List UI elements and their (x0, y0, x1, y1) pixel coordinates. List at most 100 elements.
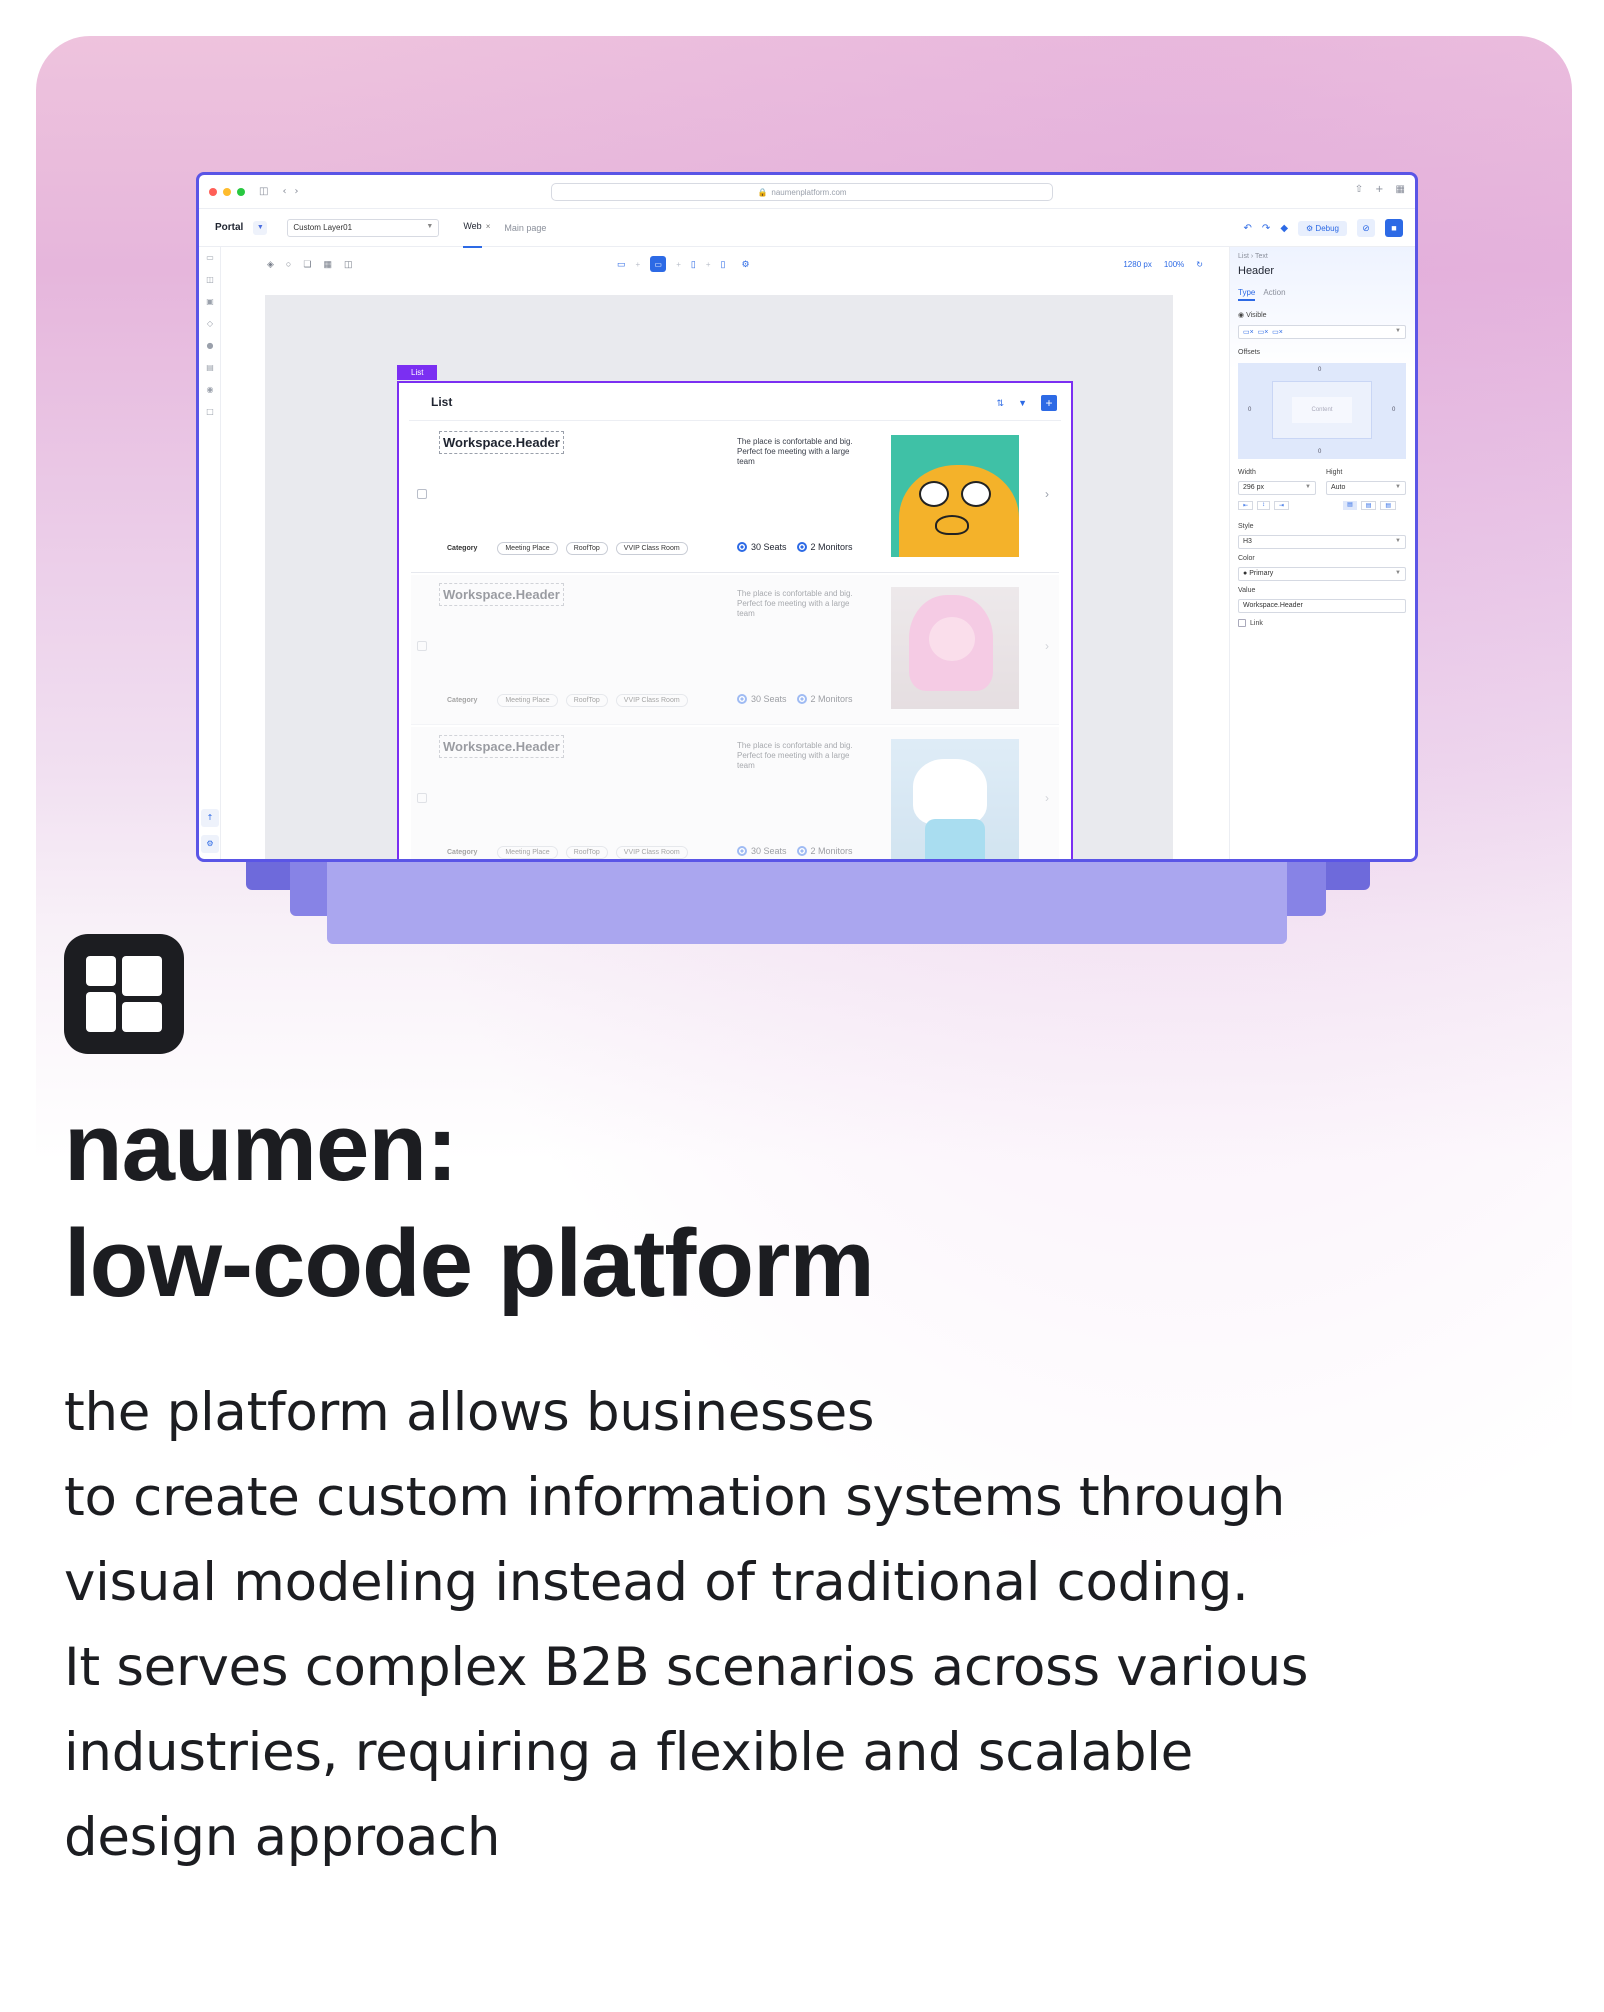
forward-icon[interactable]: › (294, 186, 299, 197)
align-center-icon[interactable]: ↕ (1257, 501, 1271, 510)
category-chip[interactable]: Meeting Place (497, 694, 558, 707)
offset-top[interactable]: 0 (1318, 367, 1322, 373)
close-icon[interactable]: × (485, 221, 491, 231)
window-controls[interactable] (209, 187, 245, 196)
database-icon[interactable]: ◫ (206, 275, 214, 284)
category-chip[interactable]: RoofTop (565, 542, 608, 555)
save-button[interactable]: ■ (1385, 219, 1403, 237)
row-header[interactable]: Workspace.Header (439, 431, 564, 454)
row-header[interactable]: Workspace.Header (439, 583, 564, 606)
laptop-icon[interactable]: ▭ (650, 256, 667, 272)
table-icon[interactable]: ▦ (323, 259, 332, 269)
offset-bottom[interactable]: 0 (1318, 449, 1322, 455)
align-left-icon[interactable]: ⇤ (1238, 501, 1254, 510)
storage-icon[interactable]: ◫ (343, 259, 353, 269)
category-chip[interactable]: Meeting Place (497, 542, 558, 555)
portal-label[interactable]: Portal (215, 222, 244, 233)
category-chip[interactable]: VVIP Class Room (615, 542, 688, 555)
height-field[interactable]: Auto ▼ (1326, 481, 1406, 495)
copy-icon[interactable]: ❏ (303, 259, 312, 269)
debug-button[interactable]: ⚙ Debug (1298, 220, 1347, 236)
left-rail: ▭ ◫ ▣ ◇ ● ▤ ◉ □ ↑ ⚙ (199, 247, 221, 859)
gear-icon[interactable]: ⚙ (201, 835, 219, 853)
chevron-right-icon[interactable]: › (1045, 639, 1049, 653)
preview-button[interactable]: ⊘ (1357, 219, 1375, 237)
phone-icon[interactable]: ▯ (720, 258, 726, 269)
message-icon[interactable]: □ (206, 407, 214, 416)
desktop-icon[interactable]: ▭ (617, 258, 626, 269)
tab-main-page[interactable]: Main page (504, 222, 547, 233)
list-item[interactable]: Workspace.Header The place is confortabl… (411, 575, 1059, 725)
list-item[interactable]: Workspace.Header The place is confortabl… (411, 727, 1059, 859)
back-icon[interactable]: ‹ (282, 186, 287, 197)
list-title: List (431, 394, 453, 409)
align-right-icon[interactable]: ⇥ (1274, 501, 1290, 510)
row-checkbox[interactable] (417, 793, 427, 803)
chevron-right-icon[interactable]: › (1045, 487, 1049, 501)
add-icon[interactable]: + (676, 259, 681, 269)
tab-type[interactable]: Type (1238, 288, 1256, 301)
width-field[interactable]: 296 px ▼ (1238, 481, 1316, 495)
tab-action[interactable]: Action (1263, 288, 1286, 297)
value-input[interactable]: Workspace.Header (1238, 599, 1406, 613)
plugin-icon[interactable]: ○ (285, 259, 292, 269)
redo-icon[interactable]: ↷ (1261, 222, 1271, 234)
viewport-width[interactable]: 1280 px (1123, 260, 1152, 269)
list-component[interactable]: List List ⇅ ▼ + Workspace.Header The pla… (397, 365, 1073, 859)
link-checkbox[interactable] (1238, 619, 1246, 627)
maximize-dot[interactable] (237, 187, 245, 196)
row-header[interactable]: Workspace.Header (439, 735, 564, 758)
layer-select[interactable]: Custom Layer01 ▼ (287, 218, 440, 237)
share-icon[interactable]: ⇧ (1354, 184, 1364, 195)
inbox-icon[interactable]: ▣ (206, 297, 214, 306)
category-chip[interactable]: VVIP Class Room (615, 846, 688, 859)
settings-icon[interactable]: ⚙ (741, 258, 750, 269)
breadcrumb[interactable]: List › Text (1238, 253, 1268, 260)
color-select[interactable]: ● Primary ▼ (1238, 567, 1406, 581)
list-item[interactable]: Workspace.Header The place is confortabl… (411, 423, 1059, 573)
add-item-button[interactable]: + (1041, 395, 1057, 411)
style-select[interactable]: H3 ▼ (1238, 535, 1406, 549)
user-icon[interactable]: ● (206, 341, 214, 350)
globe-icon[interactable]: ◉ (206, 385, 214, 394)
sort-icon[interactable]: ⇅ (996, 397, 1005, 408)
chevron-right-icon[interactable]: › (1045, 791, 1049, 805)
row-checkbox[interactable] (417, 641, 427, 651)
tab-web[interactable]: Web× (463, 221, 491, 248)
shield-icon[interactable]: ◇ (206, 319, 214, 328)
layout-top-icon[interactable]: ▤ (1343, 501, 1357, 510)
category-chip[interactable]: RoofTop (565, 846, 608, 859)
category-chip[interactable]: Meeting Place (497, 846, 558, 859)
category-chip[interactable]: VVIP Class Room (615, 694, 688, 707)
offset-right[interactable]: 0 (1392, 407, 1396, 413)
add-icon[interactable]: + (635, 259, 641, 269)
visible-devices-select[interactable]: ▭× ▭× ▭× ▼ (1238, 325, 1406, 339)
row-checkbox[interactable] (417, 489, 427, 499)
layout-bottom-icon[interactable]: ▤ (1380, 501, 1397, 510)
monitor-icon[interactable]: ▭ (206, 253, 214, 262)
close-dot[interactable] (209, 187, 217, 196)
layout-middle-icon[interactable]: ▤ (1360, 501, 1377, 510)
offsets-editor[interactable]: Content 0 0 0 0 (1238, 363, 1406, 459)
component-icon[interactable]: ◈ (267, 259, 274, 269)
tablet-icon[interactable]: ▯ (690, 258, 696, 269)
category-chip[interactable]: RoofTop (565, 694, 608, 707)
tabs-overview-icon[interactable]: ▦ (1395, 184, 1405, 195)
offset-left[interactable]: 0 (1248, 407, 1252, 413)
minimize-dot[interactable] (223, 187, 231, 196)
chevron-down-icon[interactable]: ▼ (253, 220, 268, 235)
refresh-icon[interactable]: ↻ (1196, 260, 1203, 269)
app-window: ◫ ‹ › 🔒 naumenplatform.com ⇧ + ▦ Portal … (196, 172, 1418, 862)
add-icon[interactable]: + (705, 259, 711, 269)
layers-icon[interactable]: ◆ (1280, 222, 1289, 234)
address-bar[interactable]: 🔒 naumenplatform.com (551, 183, 1053, 201)
new-tab-icon[interactable]: + (1375, 184, 1384, 195)
chart-icon[interactable]: ▤ (206, 363, 214, 372)
zoom-level[interactable]: 100% (1163, 260, 1185, 269)
sidebar-toggle-icon[interactable]: ◫ (259, 186, 269, 197)
filter-icon[interactable]: ▼ (1018, 398, 1027, 408)
undo-icon[interactable]: ↶ (1243, 222, 1252, 234)
link-checkbox-row[interactable]: Link (1238, 619, 1263, 627)
chevron-down-icon: ▼ (1395, 538, 1401, 544)
upload-icon[interactable]: ↑ (201, 809, 219, 827)
